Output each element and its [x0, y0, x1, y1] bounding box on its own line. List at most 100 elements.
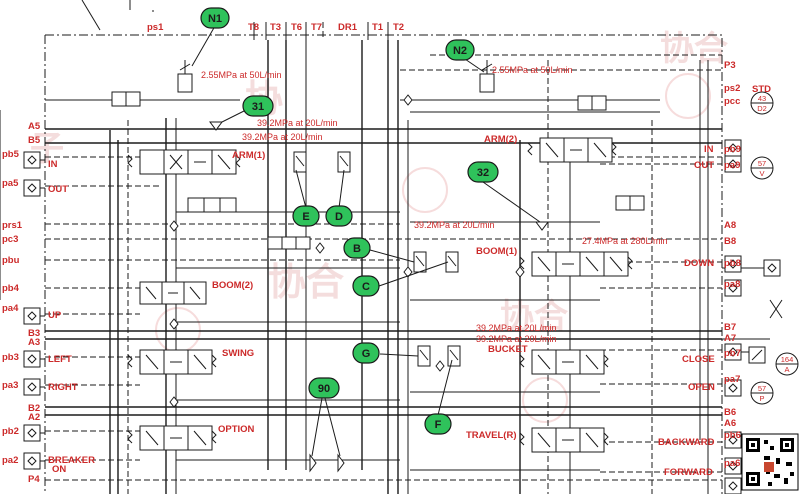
svg-text:39.2MPa at 20L/min: 39.2MPa at 20L/min [476, 323, 557, 333]
top-tank-lines [253, 22, 389, 40]
pc3-aux-valve [267, 236, 311, 250]
callout-b: B [343, 237, 371, 259]
boom2-spool [139, 281, 207, 305]
top-port-labels: ps1 T8 T3 T6 T7 DR1 T1 T2 [147, 22, 404, 33]
check-valve-32 [535, 221, 549, 231]
svg-text:P3: P3 [724, 60, 736, 71]
svg-text:F: F [435, 419, 442, 431]
left-function-labels: IN OUT UP LEFT RIGHT BREAKER ON [48, 159, 95, 475]
right-port-boxes [724, 139, 783, 494]
qr-code-image [741, 433, 799, 491]
svg-text:协合: 协合 [660, 29, 728, 69]
svg-text:A5: A5 [28, 121, 41, 132]
n1-relief [177, 60, 193, 93]
svg-text:A8: A8 [724, 220, 736, 231]
svg-text:pb3: pb3 [2, 352, 19, 363]
ref-circle-164-a: 164 A [775, 352, 799, 376]
svg-text:pb9: pb9 [724, 144, 741, 155]
svg-text:A3: A3 [28, 337, 40, 348]
svg-text:pcc: pcc [724, 96, 740, 107]
svg-text:ON: ON [52, 464, 66, 475]
watermark-layer: 协 协合 协合 协合 子 [30, 29, 728, 423]
right-port-labels: P3 ps2 pcc pb9 pa9 A8 B8 pb8 pa8 B7 A7 p… [724, 60, 741, 469]
svg-text:B5: B5 [28, 135, 41, 146]
svg-text:T7: T7 [311, 22, 322, 33]
small-check-markers [169, 94, 525, 408]
boom-relief-c [445, 251, 459, 273]
svg-text:B: B [353, 243, 361, 255]
svg-text:39.2MPa at 20L/min: 39.2MPa at 20L/min [414, 220, 495, 230]
svg-text:57: 57 [758, 384, 766, 393]
svg-text:STD: STD [752, 84, 771, 95]
left-port-labels: A5 B5 pb5 pa5 prs1 pc3 pbu pb4 pa4 B3 A3… [2, 121, 41, 485]
svg-text:B2: B2 [28, 403, 40, 414]
svg-text:DR1: DR1 [338, 22, 358, 33]
svg-text:N1: N1 [208, 13, 222, 25]
svg-text:A6: A6 [724, 418, 736, 429]
svg-text:SWING: SWING [222, 348, 254, 359]
svg-text:pa4: pa4 [2, 303, 19, 314]
svg-text:32: 32 [477, 167, 489, 179]
svg-text:pa9: pa9 [724, 160, 740, 171]
svg-text:ps2: ps2 [724, 83, 740, 94]
svg-text:39.2MPa at 20L/min: 39.2MPa at 20L/min [476, 334, 557, 344]
svg-text:A: A [784, 365, 789, 374]
svg-text:P4: P4 [28, 474, 40, 485]
svg-text:BACKWARD: BACKWARD [658, 437, 715, 448]
arm2-spool [527, 137, 617, 163]
bucket-relief-g [417, 345, 431, 367]
n2-relief [479, 60, 495, 93]
svg-text:prs1: prs1 [2, 220, 23, 231]
svg-text:2.55MPa at 50L/min: 2.55MPa at 50L/min [492, 65, 573, 75]
callout-31: 31 [242, 95, 274, 117]
boom1-spool [519, 251, 633, 277]
svg-text:pb8: pb8 [724, 258, 741, 269]
callout-leaders [191, 25, 541, 457]
svg-text:2.55MPa at 50L/min: 2.55MPa at 50L/min [201, 70, 282, 80]
svg-text:B7: B7 [724, 322, 736, 333]
svg-text:TRAVEL(R): TRAVEL(R) [466, 430, 516, 441]
svg-text:CLOSE: CLOSE [682, 354, 715, 365]
svg-text:39.2MPa at 20L/min: 39.2MPa at 20L/min [242, 132, 323, 142]
svg-text:OPEN: OPEN [688, 382, 715, 393]
svg-text:B6: B6 [724, 407, 736, 418]
right-aux-valve [615, 195, 645, 211]
left-port-boxes [0, 110, 45, 470]
svg-text:27.4MPa at 280L/min: 27.4MPa at 280L/min [582, 236, 668, 246]
svg-text:T1: T1 [372, 22, 384, 33]
svg-text:BUCKET: BUCKET [488, 344, 528, 355]
svg-text:pb6: pb6 [724, 430, 741, 441]
svg-text:OUT: OUT [694, 160, 714, 171]
svg-text:D: D [335, 211, 343, 223]
callout-32: 32 [467, 161, 499, 183]
svg-text:pa5: pa5 [2, 178, 19, 189]
callout-d: D [325, 205, 353, 227]
svg-text:pb5: pb5 [2, 149, 20, 160]
bucket-spool [519, 349, 609, 375]
callout-f: F [424, 413, 452, 435]
svg-text:UP: UP [48, 310, 62, 321]
svg-text:39.2MPa at 20L/min: 39.2MPa at 20L/min [257, 118, 338, 128]
svg-text:N2: N2 [453, 45, 467, 57]
svg-text:P: P [759, 394, 764, 403]
callout-e: E [292, 205, 320, 227]
svg-text:164: 164 [781, 355, 794, 364]
arm1-spool [127, 149, 241, 175]
svg-text:pa2: pa2 [2, 455, 18, 466]
boom-relief-b [413, 251, 427, 273]
callout-n1: N1 [200, 7, 230, 29]
top-right-aux-valve [577, 95, 607, 111]
svg-text:pbu: pbu [2, 255, 20, 266]
svg-text:43: 43 [758, 94, 766, 103]
arm1-aux-valve [187, 197, 237, 213]
svg-text:ps1: ps1 [147, 22, 164, 33]
check-valves-90 [309, 453, 345, 473]
svg-text:B8: B8 [724, 236, 736, 247]
svg-text:RIGHT: RIGHT [48, 382, 78, 393]
pressure-setting-labels: 2.55MPa at 50L/min 2.55MPa at 50L/min 39… [201, 65, 668, 344]
svg-text:G: G [362, 348, 371, 360]
option-spool [127, 425, 217, 451]
callout-bubbles: N1 N2 31 32 E D B C G F 90 [200, 7, 499, 435]
svg-text:BOOM(1): BOOM(1) [476, 246, 517, 257]
